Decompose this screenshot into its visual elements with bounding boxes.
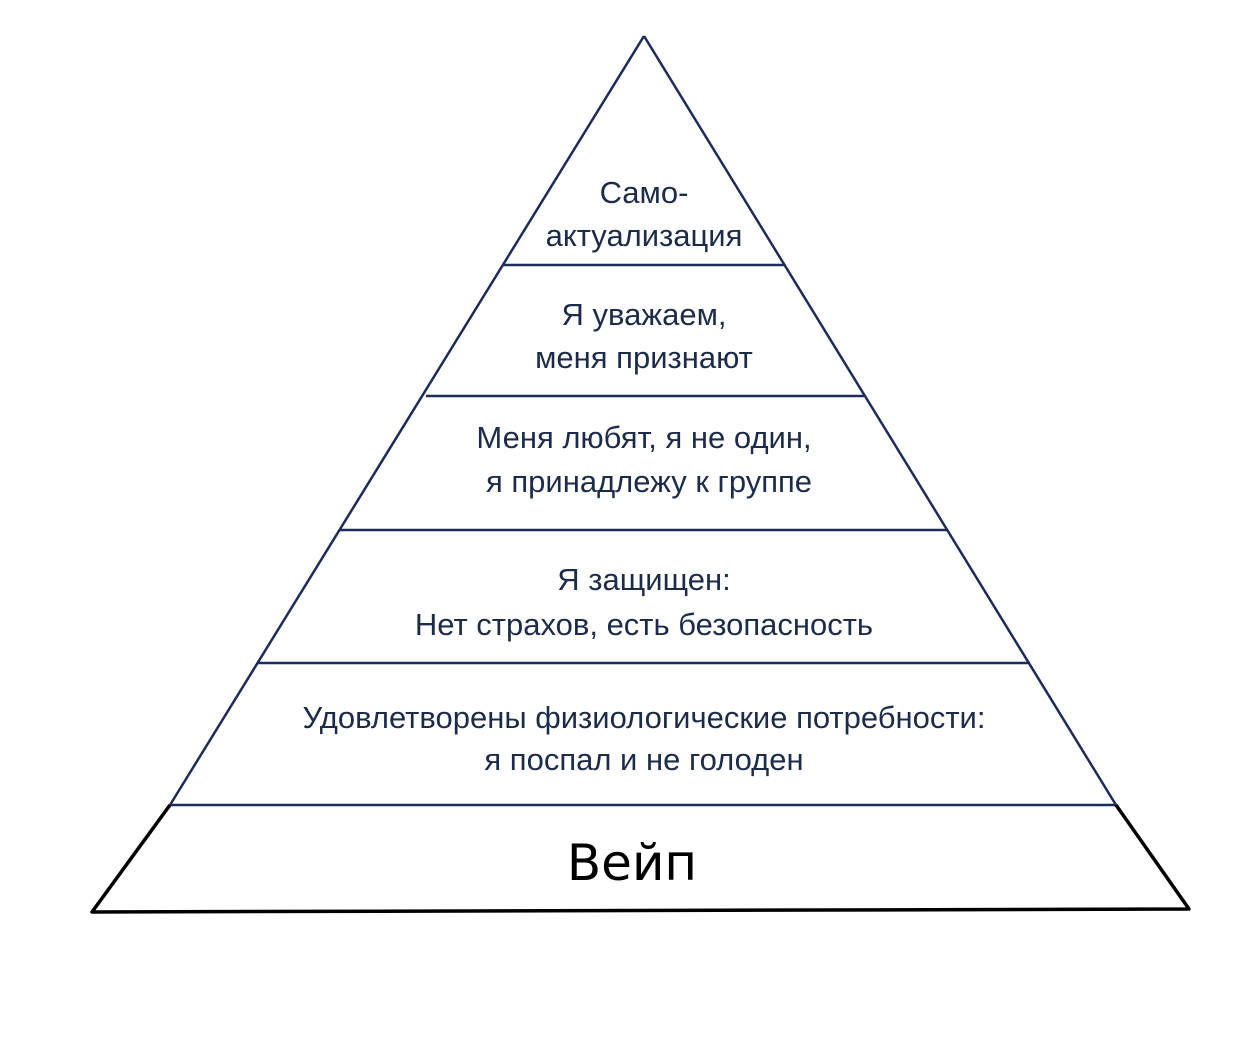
tier-5-line-1: Удовлетворены физиологические потребност… <box>303 700 986 735</box>
tier-4-line-2: Нет страхов, есть безопасность <box>415 607 873 642</box>
base-label: Вейп <box>567 834 697 892</box>
base-trapezoid <box>90 803 1191 914</box>
tier-5-line-2: я поспал и не голоден <box>484 742 803 777</box>
tier-2-line-1: Я уважаем, <box>561 297 726 332</box>
pyramid-right-edge <box>642 35 1118 806</box>
tier-3-line-1: Меня любят, я не один, <box>476 420 811 455</box>
tier-4-line-1: Я защищен: <box>557 562 730 597</box>
tier-1-line-1: Само- <box>600 175 689 210</box>
tier-1-line-2: актуализация <box>546 218 743 253</box>
tier-2-line-2: меня признают <box>535 340 753 375</box>
tier-3-line-2: я принадлежу к группе <box>486 464 812 499</box>
pyramid-left-edge <box>168 35 646 806</box>
